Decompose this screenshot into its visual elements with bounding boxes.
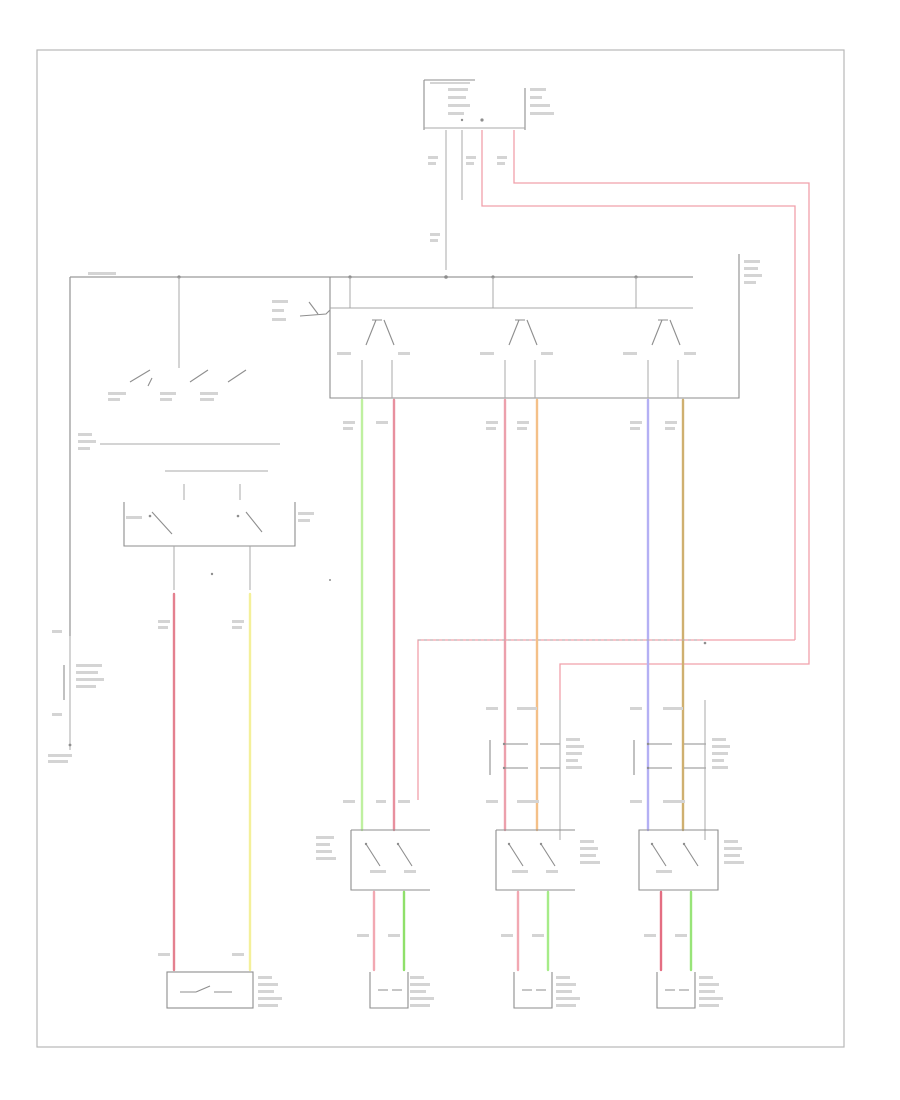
driver-window-switch	[123, 470, 331, 590]
top-wire-labels	[428, 156, 507, 242]
master-switch-label	[744, 260, 762, 284]
left-rear-window-switch	[486, 800, 600, 891]
left-rear-lock-switch	[486, 707, 584, 775]
passenger-window-motor	[369, 972, 434, 1009]
right-rear-window-switch	[630, 800, 744, 891]
top-red-wire-1	[481, 130, 796, 640]
right-rear-lock-switch	[630, 707, 730, 775]
switch-group-1	[337, 277, 410, 398]
switch-group-3	[623, 277, 696, 398]
left-rear-window-motor	[513, 972, 580, 1009]
driver-window-motor	[166, 971, 282, 1009]
driver-auto-switch	[78, 277, 280, 450]
right-rear-window-motor	[656, 972, 723, 1009]
left-ground-component	[48, 630, 104, 763]
passenger-window-switch	[316, 800, 430, 891]
lock-switch	[272, 300, 331, 321]
top-red-wire-2	[513, 130, 810, 700]
top-connector-label-lines	[448, 88, 554, 115]
top-connector	[423, 79, 554, 130]
master-switch-box	[272, 254, 762, 399]
switch-group-2	[480, 277, 553, 398]
diagram-frame	[36, 49, 845, 1048]
